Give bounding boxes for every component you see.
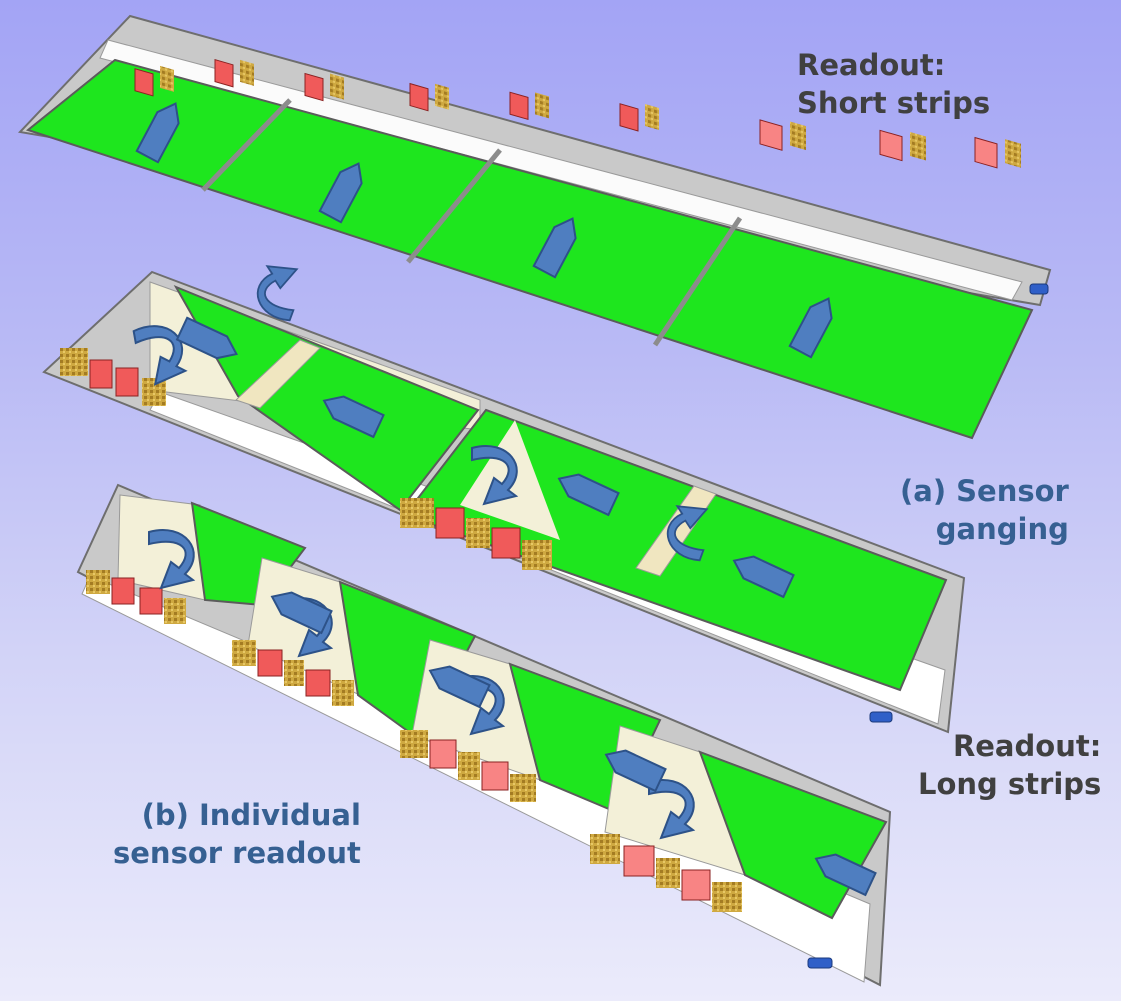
label-ganging-line2: ganging [935,512,1069,546]
label-ganging-line1: (a) Sensor [900,474,1069,508]
readout-chip [257,649,283,677]
cooling-pipe-icon [807,957,833,969]
readout-chip [879,129,903,162]
readout-chip [619,103,639,132]
sensor-gap [406,148,502,264]
connector-pad [645,103,659,130]
connector-pad [535,92,549,119]
stave-individual-readout [76,483,892,987]
readout-chip [89,359,113,389]
connector-pad [240,59,254,86]
readout-chip [111,577,135,605]
connector-pad [590,834,620,864]
readout-chip [481,761,509,791]
connector-pad [458,752,480,780]
readout-chip [429,739,457,769]
connector-pad [400,730,428,758]
connector-pad [1005,139,1021,168]
connector-pad [435,83,449,110]
connector-pad [790,121,806,151]
readout-chip [974,136,998,169]
connector-pad [332,680,354,706]
hybrid-strip [99,39,1023,301]
label-individual-line1: (b) Individual [141,798,361,832]
stave-sensor-ganging [42,258,966,734]
chip-row [134,59,1021,169]
readout-chip [623,845,655,877]
connector-pad [60,348,88,376]
connector-pad [232,640,256,666]
connector-pad [86,570,110,594]
connector-pad [910,131,926,161]
label-short-line2: Short strips [797,86,991,120]
connector-pad [400,498,434,528]
readout-chip [509,91,529,121]
readout-chip [214,59,234,88]
label-individual-readout: (b) Individual sensor readout [113,796,361,872]
connector-pad [330,73,344,100]
connector-pad [284,660,304,686]
cooling-pipe-icon [1029,283,1049,295]
gang-bridge [235,339,321,409]
cooling-pipe-icon [869,711,893,723]
label-long-line2: Long strips [918,767,1102,801]
readout-chip [304,72,324,102]
sensor-gap [201,98,292,192]
sensor-gap [652,216,743,347]
label-long-strips: Readout: Long strips [918,727,1101,803]
connector-pad [656,858,680,888]
readout-chip [305,669,331,697]
readout-chip [681,869,711,901]
stave-short-strips [17,14,1052,440]
connector-pad [466,518,490,548]
label-short-line1: Readout: [797,48,946,82]
sensor-row [25,58,1034,440]
label-sensor-ganging: (a) Sensor ganging [900,472,1069,548]
connector-pad [160,65,174,92]
label-short-strips: Readout: Short strips [797,46,990,122]
readout-chip [409,82,429,112]
readout-chip [139,587,163,615]
connector-pad [510,774,536,802]
readout-chip [491,527,521,559]
readout-chip [759,119,783,151]
readout-chip [435,507,465,539]
label-long-line1: Readout: [952,729,1102,763]
label-individual-line2: sensor readout [113,836,361,870]
readout-chip [134,68,154,97]
connector-pad [142,378,166,406]
connector-pad [712,882,742,912]
readout-chip [115,367,139,397]
connector-pad [164,598,186,624]
connector-pad [522,540,552,570]
